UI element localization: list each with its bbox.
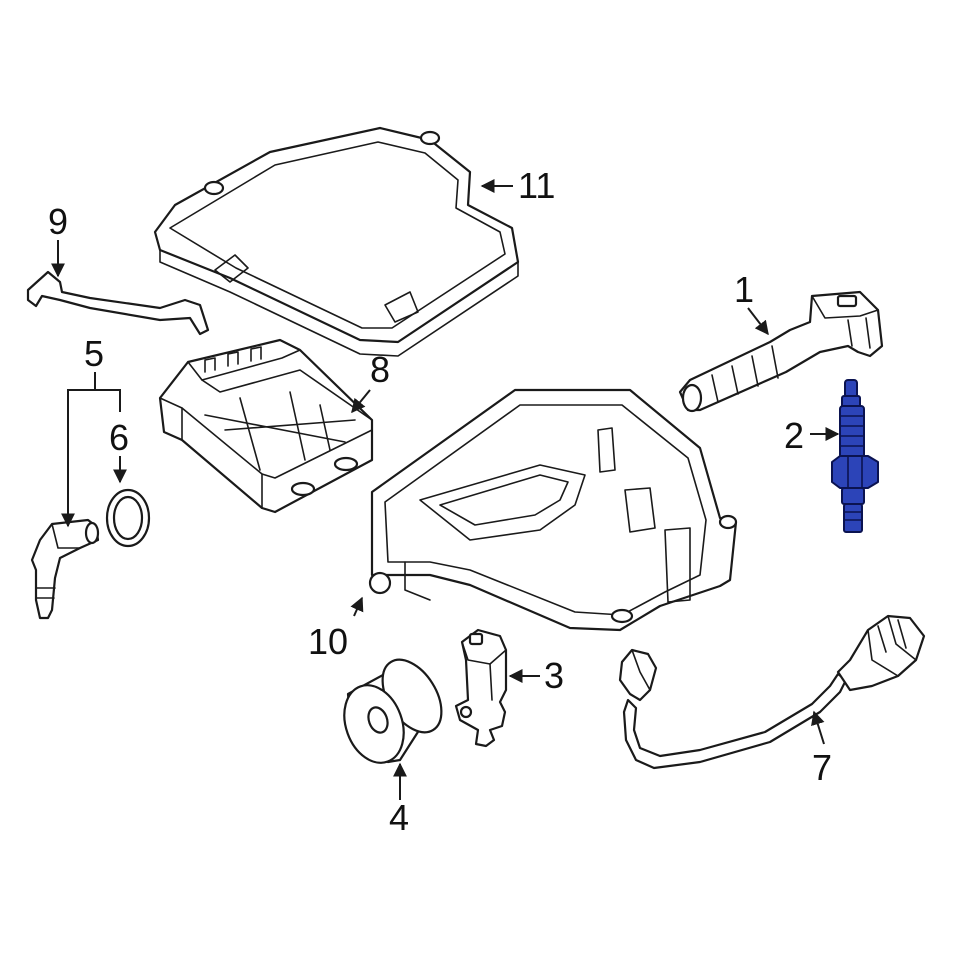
callout-1: 1 — [734, 269, 754, 310]
part-5-sensor[interactable] — [30, 518, 100, 620]
callout-4: 4 — [389, 797, 409, 838]
part-11-ecu-cover[interactable] — [153, 126, 520, 357]
callout-8: 8 — [370, 349, 390, 390]
part-1-ignition-coil[interactable] — [678, 290, 884, 413]
callout-3: 3 — [544, 655, 564, 696]
callout-10: 10 — [308, 621, 348, 662]
part-7-knock-sensor[interactable] — [618, 614, 926, 770]
callout-2: 2 — [784, 415, 804, 456]
callout-11: 11 — [518, 165, 555, 206]
leader-lines — [51, 179, 840, 800]
callout-6: 6 — [109, 417, 129, 458]
callout-9: 9 — [48, 201, 68, 242]
part-9-bracket[interactable] — [26, 270, 210, 336]
part-4-damper[interactable] — [334, 649, 454, 771]
part-8-control-module[interactable] — [158, 338, 374, 514]
part-10-tray[interactable] — [368, 388, 738, 632]
callout-7: 7 — [812, 747, 832, 788]
part-3-position-sensor[interactable] — [454, 628, 508, 748]
callout-labels: 1 2 3 4 5 6 7 8 9 10 11 — [48, 165, 832, 838]
part-6-o-ring[interactable] — [105, 488, 151, 548]
callout-5: 5 — [84, 333, 104, 374]
part-2-spark-plug[interactable] — [831, 379, 879, 533]
